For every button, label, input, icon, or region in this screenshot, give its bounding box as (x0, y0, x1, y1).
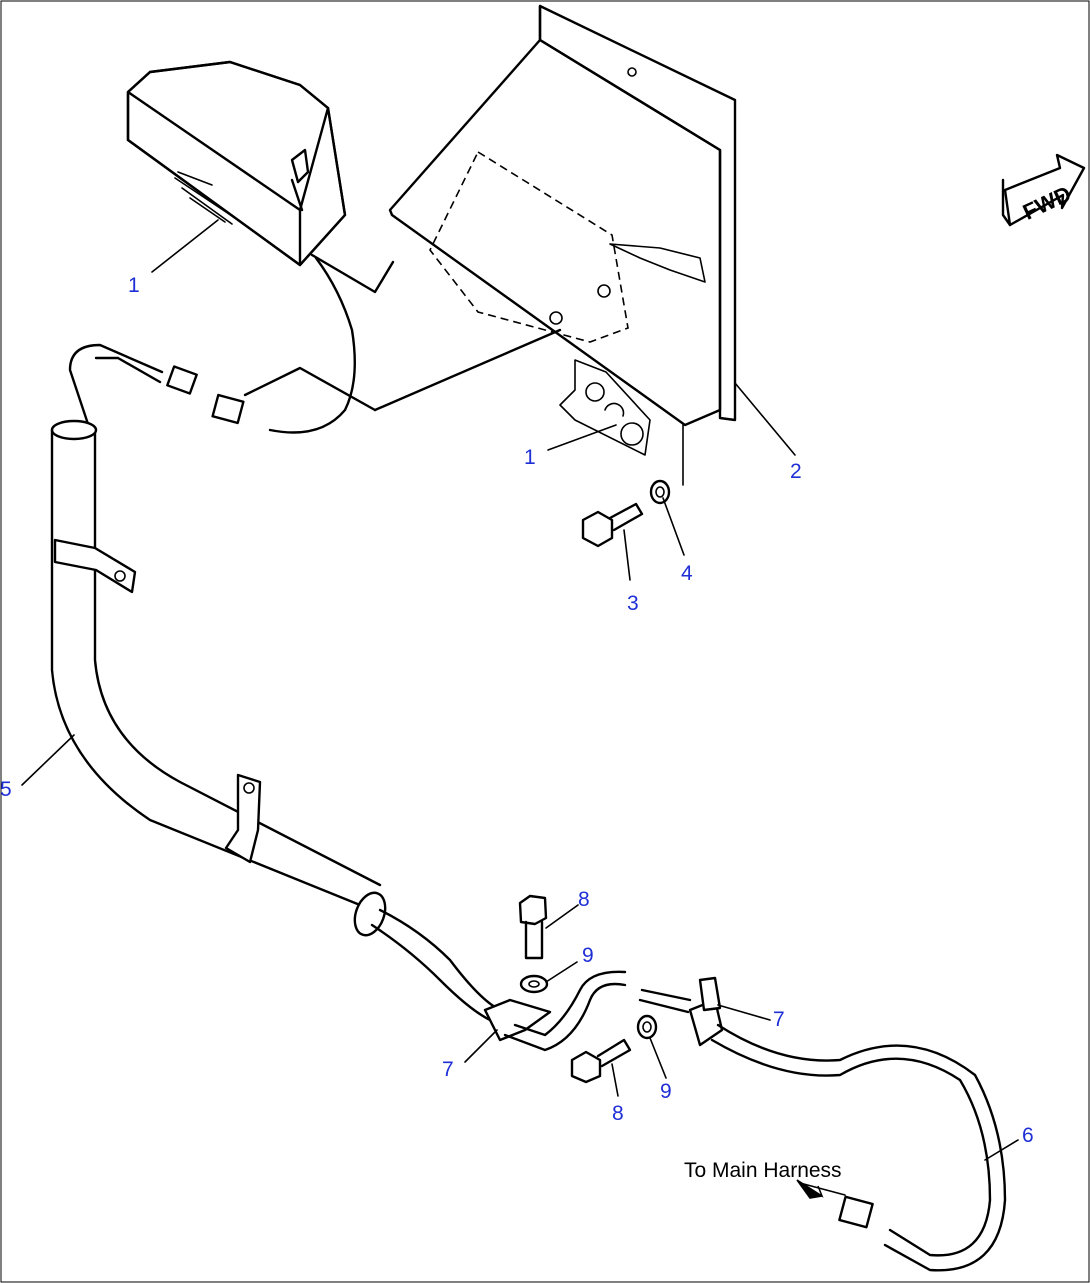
lamp-bracket (388, 4, 737, 456)
callout: 8 (612, 1102, 624, 1125)
connector-harness (211, 393, 245, 425)
fwd-arrow-icon: FWD (1001, 153, 1086, 227)
callout: 9 (582, 944, 594, 967)
callout: 7 (773, 1008, 785, 1031)
connector-lamp (166, 365, 198, 395)
harness-5 (50, 419, 627, 1052)
arrow-to-main-harness (796, 1179, 824, 1199)
callout: 6 (1022, 1124, 1034, 1147)
callout: 8 (578, 888, 590, 911)
bolt-3 (581, 502, 644, 548)
washer-4 (649, 479, 671, 505)
work-lamp (126, 60, 347, 267)
callout: 9 (660, 1080, 672, 1103)
callout: 7 (442, 1058, 454, 1081)
callout: 3 (627, 592, 639, 615)
washer-9-upper (519, 974, 549, 994)
callout: 1 (524, 446, 536, 469)
connector-main (838, 1195, 874, 1229)
bolt-8-upper (518, 894, 548, 960)
bolt-8-lower (570, 1038, 632, 1084)
lamp-cord (68, 253, 562, 434)
washer-9-lower (636, 1014, 658, 1040)
callout: 2 (790, 460, 802, 483)
callout: 1 (128, 274, 140, 297)
callout: 5 (0, 778, 12, 801)
to-main-harness-note: To Main Harness (684, 1159, 842, 1182)
leader-lines (21, 219, 1019, 1196)
callouts: 1 1 2 3 4 5 6 7 7 8 8 9 9 (0, 274, 1034, 1147)
harness-6 (638, 976, 1007, 1272)
callout: 4 (681, 562, 693, 585)
